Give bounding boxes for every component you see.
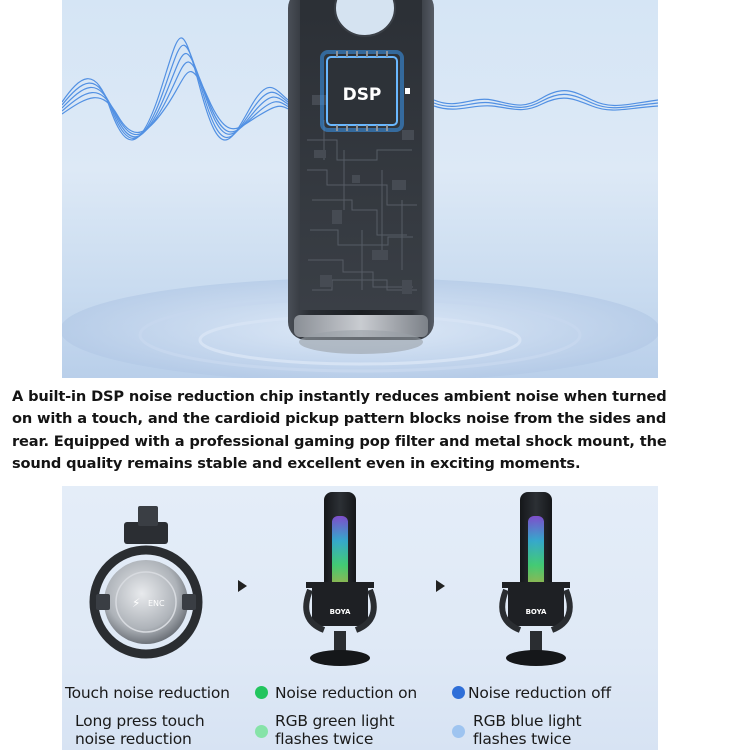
step-1-detail-line: noise reduction — [75, 730, 192, 748]
sound-wave-right — [433, 90, 658, 111]
circuit-components — [312, 95, 414, 294]
base-reflection — [299, 330, 423, 354]
step-3-detail-line: flashes twice — [473, 730, 572, 748]
microphone-blue-illustration: BOYA — [499, 492, 573, 666]
dsp-microphone-illustration: DSP — [62, 0, 658, 378]
step-1-detail: Long press touch noise reduction — [75, 712, 205, 748]
feature-description: A built-in DSP noise reduction chip inst… — [12, 386, 740, 476]
next-step-arrow-icon — [238, 580, 247, 592]
microphone-base — [294, 315, 428, 337]
light-blue-dot-icon — [452, 725, 465, 738]
description-line: rear. Equipped with a professional gamin… — [12, 432, 667, 450]
blue-dot-icon — [452, 686, 465, 699]
brand-label: BOYA — [526, 608, 547, 616]
chip-pins — [336, 51, 388, 131]
dsp-chip-label: DSP — [343, 85, 382, 105]
next-step-arrow-icon — [436, 580, 445, 592]
chip-glow — [320, 50, 404, 132]
circuit-traces — [307, 120, 417, 291]
step-2-detail-line: flashes twice — [275, 730, 374, 748]
green-dot-icon — [255, 686, 268, 699]
dsp-chip — [326, 56, 398, 126]
knob-enc-label: ENC — [148, 599, 165, 608]
touch-knob-illustration: ⚡ ENC — [89, 506, 203, 659]
description-line: sound quality remains stable and excelle… — [12, 455, 581, 473]
capsule-opening — [334, 0, 396, 37]
description-line: on with a touch, and the cardioid pickup… — [12, 410, 667, 428]
sound-wave-left — [62, 37, 293, 141]
noise-reduction-steps-panel: ⚡ ENC BOYA BOYA Touch noise reduction — [62, 486, 658, 750]
hero-image: DSP — [62, 0, 658, 378]
description-line: A built-in DSP noise reduction chip inst… — [12, 388, 667, 405]
brand-label: BOYA — [330, 608, 351, 616]
step-3-detail: RGB blue light flashes twice — [473, 712, 582, 748]
knob-logo-mark: ⚡ — [132, 596, 140, 610]
step-2-detail-line: RGB green light — [275, 712, 395, 730]
step-1-title: Touch noise reduction — [65, 684, 230, 702]
step-2-title: Noise reduction on — [275, 684, 418, 702]
light-green-dot-icon — [255, 725, 268, 738]
step-3-detail-line: RGB blue light — [473, 712, 582, 730]
step-2-detail: RGB green light flashes twice — [275, 712, 395, 748]
led-indicator — [405, 88, 410, 94]
microphone-green-illustration: BOYA — [303, 492, 377, 666]
steps-illustration: ⚡ ENC BOYA BOYA — [89, 492, 573, 666]
step-1-detail-line: Long press touch — [75, 712, 205, 730]
step-3-title: Noise reduction off — [468, 684, 611, 702]
